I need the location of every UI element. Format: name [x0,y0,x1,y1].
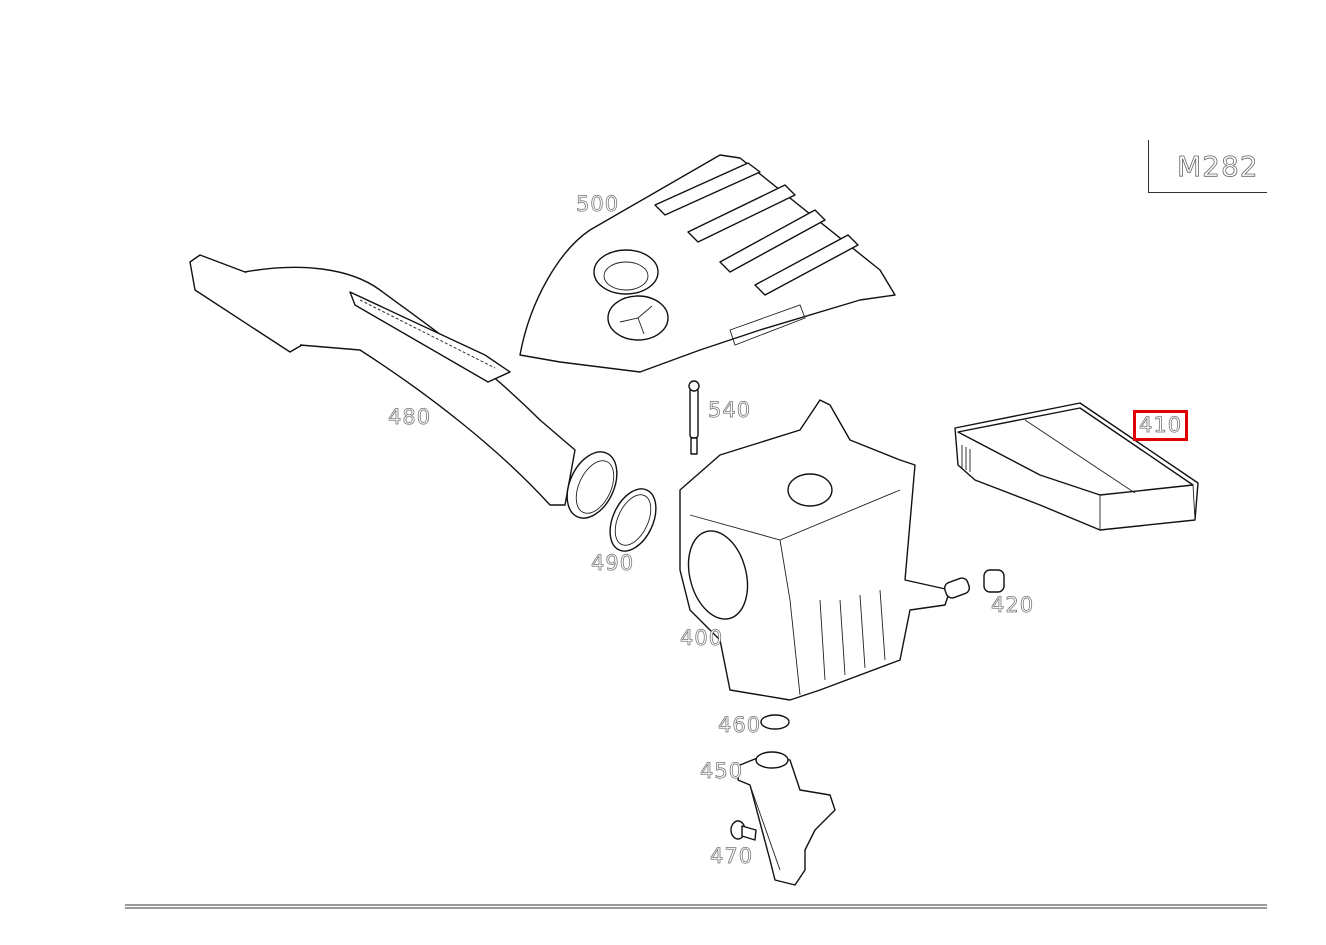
model-code: M282 [1177,150,1259,184]
grommet-drawing[interactable] [760,714,790,730]
pin-drawing[interactable] [688,380,700,455]
part-label-500[interactable]: 500 [576,192,620,216]
part-label-470[interactable]: 470 [710,844,754,868]
intake-duct-drawing[interactable] [189,254,627,526]
part-label-420[interactable]: 420 [991,593,1035,617]
air-filter-drawing[interactable] [954,402,1199,531]
footer-divider-bottom [125,907,1267,909]
model-code-box: M282 [1148,140,1267,193]
seal-ring-drawing[interactable] [601,482,665,559]
part-label-540[interactable]: 540 [708,398,752,422]
footer-divider-top [125,904,1267,906]
part-label-460[interactable]: 460 [718,713,762,737]
engine-cover-drawing[interactable] [519,154,896,373]
part-label-490[interactable]: 490 [591,551,635,575]
part-label-480[interactable]: 480 [388,405,432,429]
screw-drawing[interactable] [730,820,757,841]
part-label-400[interactable]: 400 [680,626,724,650]
housing-drawing[interactable] [679,399,971,701]
part-label-410-highlighted[interactable]: 410 [1133,410,1189,441]
rubber-mount-drawing[interactable] [983,569,1005,593]
bracket-drawing[interactable] [737,751,836,886]
part-label-450[interactable]: 450 [700,759,744,783]
